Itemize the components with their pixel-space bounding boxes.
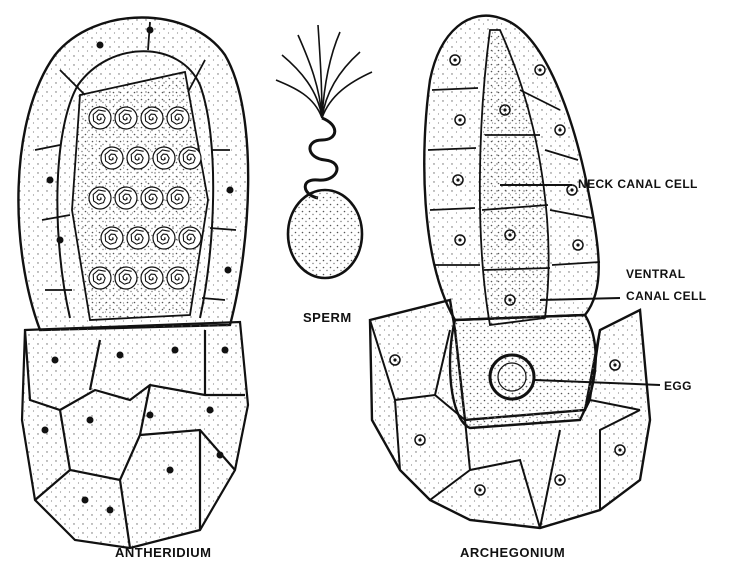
cell-nucleus xyxy=(82,497,89,504)
cell-nucleus xyxy=(52,357,59,364)
androcyte-cell xyxy=(101,227,123,249)
antheridium-label: ANTHERIDIUM xyxy=(115,545,212,560)
sperm-vesicle xyxy=(288,190,362,278)
androcyte-cell xyxy=(167,267,189,289)
androcyte-cell xyxy=(167,187,189,209)
cell-nucleus xyxy=(107,507,114,514)
androcyte-cell xyxy=(141,107,163,129)
androcyte-cell xyxy=(141,267,163,289)
androcyte-cell xyxy=(115,267,137,289)
ventral-canal-cell-label-line1: VENTRAL xyxy=(626,267,685,281)
cell-nucleus xyxy=(227,187,234,194)
sperm-label: SPERM xyxy=(303,310,352,325)
cell-nucleus xyxy=(217,452,224,459)
androcyte-cell xyxy=(89,107,111,129)
cell-nucleus xyxy=(117,352,124,359)
cell-nucleus xyxy=(97,42,104,49)
cell-nucleus xyxy=(147,412,154,419)
androcyte-cell xyxy=(89,187,111,209)
cell-nucleus xyxy=(147,27,154,34)
antheridium-base-tissue xyxy=(22,322,248,548)
androcyte-cell xyxy=(115,187,137,209)
androcyte-cell xyxy=(167,107,189,129)
archegonium-label: ARCHEGONIUM xyxy=(460,545,565,560)
androcyte-cell xyxy=(115,107,137,129)
neck-canal-cell-label: NECK CANAL CELL xyxy=(578,177,698,191)
androcyte-cell xyxy=(127,227,149,249)
cell-nucleus xyxy=(225,267,232,274)
egg-label: EGG xyxy=(664,379,692,393)
cell-nucleus xyxy=(47,177,54,184)
cell-nucleus xyxy=(207,407,214,414)
archegonium-figure xyxy=(370,16,650,528)
cell-nucleus xyxy=(57,237,64,244)
sperm-figure xyxy=(276,25,372,278)
androcyte-cell xyxy=(89,267,111,289)
cell-nucleus xyxy=(87,417,94,424)
androcyte-cell xyxy=(127,147,149,169)
cell-nucleus xyxy=(42,427,49,434)
androcyte-cell xyxy=(153,147,175,169)
androcyte-cell xyxy=(179,227,201,249)
egg-nucleus xyxy=(490,355,534,399)
androcyte-cell xyxy=(153,227,175,249)
cell-nucleus xyxy=(172,347,179,354)
sperm-flagella xyxy=(276,25,372,118)
sperm-coil xyxy=(305,118,337,198)
cell-nucleus xyxy=(222,347,229,354)
androcyte-cell xyxy=(101,147,123,169)
ventral-canal-cell-label-line2: CANAL CELL xyxy=(626,289,706,303)
cell-nucleus xyxy=(167,467,174,474)
androcyte-cell xyxy=(141,187,163,209)
androcyte-cell xyxy=(179,147,201,169)
